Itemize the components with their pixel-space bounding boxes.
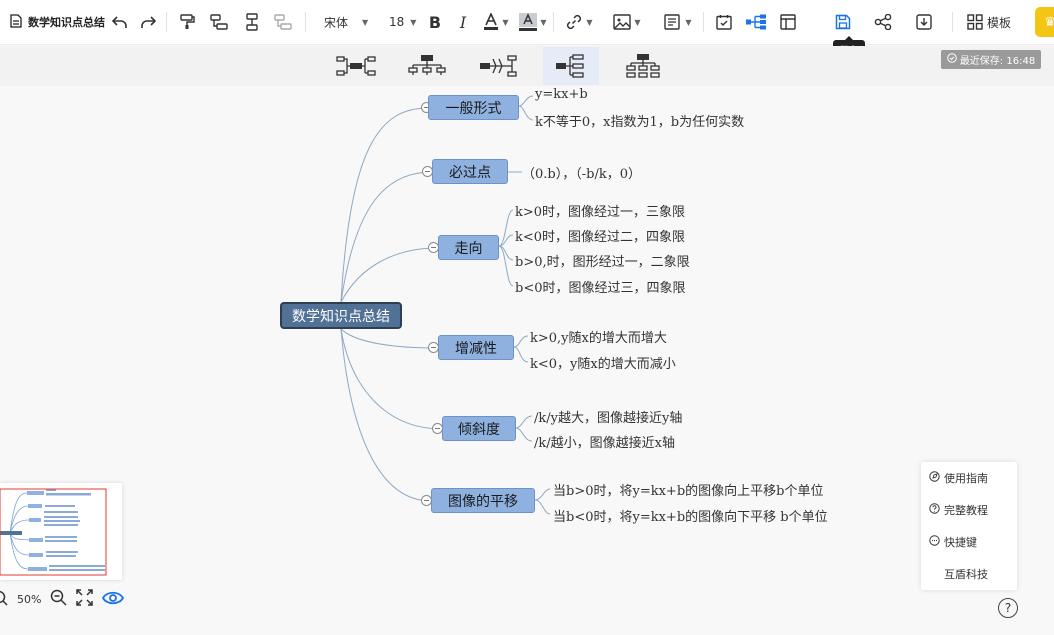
topic-general-form[interactable]: 一般形式 (428, 95, 519, 120)
share-icon[interactable] (872, 10, 894, 34)
leaf-text[interactable]: /k/y越大，图像越接近y轴 (534, 411, 683, 426)
chevron-down-icon: ▼ (362, 17, 369, 27)
layout-bar (0, 46, 1054, 86)
topic-monotonicity[interactable]: 增减性 (438, 335, 514, 360)
leaf-text[interactable]: k<0，y随x的增大而减小 (530, 357, 676, 372)
connector-lines (340, 95, 551, 515)
redo-icon[interactable] (138, 10, 158, 34)
download-icon[interactable] (913, 10, 935, 34)
font-color-icon[interactable]: ▼ (480, 10, 512, 34)
compass-icon (929, 471, 940, 485)
help-shortcuts-link[interactable]: 快捷键 (929, 532, 977, 552)
layout-mindmap-icon[interactable] (328, 47, 384, 85)
question-circle-icon (929, 503, 940, 517)
insert-child-icon[interactable] (208, 10, 230, 34)
chevron-down-icon: ▼ (586, 17, 593, 27)
layout-tree-chart-icon[interactable] (615, 47, 671, 85)
insert-sibling-icon[interactable] (242, 10, 262, 34)
template-button[interactable]: 模板 (964, 10, 1014, 34)
zoom-out-icon[interactable] (50, 589, 67, 609)
chevron-down-icon: ▼ (540, 17, 547, 27)
structure-icon[interactable] (744, 10, 768, 34)
leaf-text[interactable]: k<0时，图像经过二，四象限 (515, 230, 686, 245)
help-company-link[interactable]: 互盾科技 (944, 564, 988, 584)
leaf-text[interactable]: y=kx+b (535, 87, 588, 102)
insert-parent-icon[interactable] (272, 10, 294, 34)
toolbar-divider (553, 12, 554, 32)
layout-fishbone-icon[interactable] (471, 47, 527, 85)
help-tutorial-label: 完整教程 (944, 504, 988, 517)
toolbar-divider (166, 12, 167, 32)
zoom-bar: 50% (0, 589, 125, 609)
font-size-select[interactable]: 18 ▼ (383, 10, 419, 34)
bold-icon[interactable]: B (428, 12, 442, 32)
toolbar-divider (952, 12, 953, 32)
document-title-area[interactable]: 数学知识点总结 (10, 12, 105, 32)
help-tutorial-link[interactable]: 完整教程 (929, 500, 988, 520)
help-company-label: 互盾科技 (944, 568, 988, 581)
last-saved-badge: 最近保存: 16:48 (941, 50, 1041, 69)
check-circle-icon (947, 53, 957, 66)
topic-translation[interactable]: 图像的平移 (431, 488, 535, 513)
help-panel: 使用指南 完整教程 快捷键 互盾科技 (921, 462, 1017, 590)
vip-crown-icon[interactable]: ♛ (1035, 7, 1054, 37)
layout-org-chart-icon[interactable] (399, 47, 455, 85)
leaf-text[interactable]: 当b<0时，将y=kx+b的图像向下平移 b个单位 (553, 510, 828, 525)
document-title[interactable]: 数学知识点总结 (28, 16, 105, 29)
toolbar-divider (703, 12, 704, 32)
minimap-preview (0, 488, 107, 576)
leaf-text[interactable]: k>0,y随x的增大而增大 (530, 331, 667, 346)
leaf-text[interactable]: （0.b），（-b/k，0） (522, 167, 641, 182)
leaf-text[interactable]: 当b>0时，将y=kx+b的图像向上平移b个单位 (553, 484, 824, 499)
leaf-text[interactable]: b>0,时，图形经过一，二象限 (515, 255, 690, 270)
mindmap-canvas[interactable]: 数学知识点总结 一般形式 y=kx+b k不等于0，x指数为1，b为任何实数 必… (0, 86, 1054, 635)
undo-icon[interactable] (110, 10, 130, 34)
help-button[interactable]: ? (998, 598, 1018, 618)
layout-panel-icon[interactable] (777, 10, 799, 34)
font-size-value: 18 (389, 15, 405, 29)
chat-bubble-icon (929, 535, 940, 549)
toolbar: 数学知识点总结 宋体 ▼ 18 ▼ B I (0, 0, 1054, 45)
leaf-text[interactable]: k不等于0，x指数为1，b为任何实数 (535, 115, 745, 130)
last-saved-text: 最近保存: 16:48 (959, 56, 1036, 67)
root-topic[interactable]: 数学知识点总结 (280, 302, 402, 329)
chevron-down-icon: ▼ (410, 17, 417, 27)
font-family-select[interactable]: 宋体 ▼ (318, 10, 376, 34)
help-guide-link[interactable]: 使用指南 (929, 468, 988, 488)
highlight-color-icon[interactable]: ▼ (517, 10, 549, 34)
leaf-text[interactable]: k>0时，图像经过一，三象限 (515, 205, 686, 220)
chevron-down-icon: ▼ (634, 17, 641, 27)
help-shortcuts-label: 快捷键 (944, 536, 977, 549)
topic-direction[interactable]: 走向 (438, 235, 499, 260)
layout-logic-chart-icon[interactable] (543, 47, 599, 85)
topic-fixed-point[interactable]: 必过点 (432, 159, 508, 184)
topic-slope[interactable]: 倾斜度 (442, 416, 516, 441)
note-icon[interactable]: ▼ (658, 10, 698, 34)
help-guide-label: 使用指南 (944, 472, 988, 485)
toolbar-divider (305, 12, 306, 32)
image-icon[interactable]: ▼ (609, 10, 645, 34)
chevron-down-icon: ▼ (685, 17, 692, 27)
leaf-text[interactable]: /k/越小，图像越接近x轴 (534, 436, 675, 451)
zoom-level: 50% (17, 592, 42, 606)
template-label: 模板 (986, 15, 1011, 30)
preview-eye-icon[interactable] (102, 590, 125, 609)
format-painter-icon[interactable] (176, 10, 198, 34)
save-icon[interactable] (832, 10, 854, 34)
grid-icon (967, 14, 983, 30)
chevron-down-icon: ▼ (502, 17, 509, 27)
link-icon[interactable]: ▼ (562, 10, 596, 34)
document-icon (10, 13, 22, 31)
italic-icon[interactable]: I (459, 12, 467, 32)
task-calendar-icon[interactable] (713, 10, 735, 34)
minimap[interactable] (0, 483, 122, 580)
zoom-in-icon[interactable] (0, 590, 8, 609)
font-family-value: 宋体 (324, 15, 349, 30)
leaf-text[interactable]: b<0时，图像经过三，四象限 (515, 281, 686, 296)
fit-screen-icon[interactable] (76, 589, 94, 609)
